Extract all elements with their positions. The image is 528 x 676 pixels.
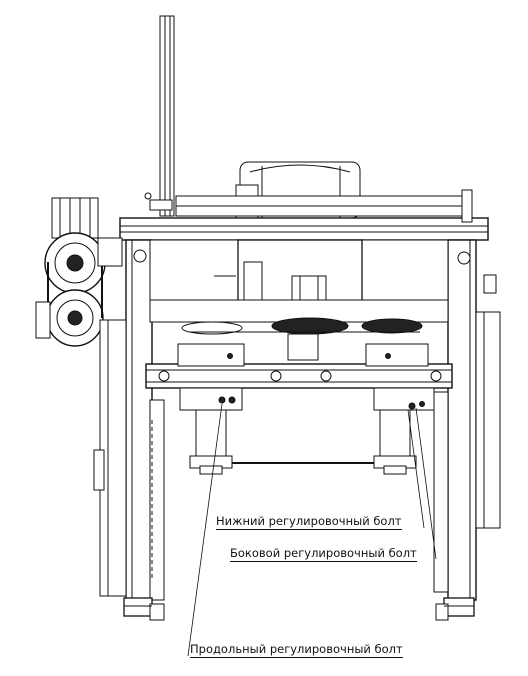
- left-foot: [123, 597, 165, 621]
- top-rail: [119, 189, 489, 241]
- right-foot: [435, 597, 475, 621]
- callout-longitudinal-bolt: Продольный регулировочный болт: [190, 642, 403, 658]
- lower-bearing-left: [179, 387, 243, 475]
- callout-leaders: [187, 403, 437, 657]
- mid-crossbar: [145, 343, 453, 389]
- belt-pulleys: [181, 317, 423, 361]
- vertical-rod: [144, 15, 175, 217]
- inner-housing: [149, 239, 449, 323]
- callout-lower-bolt: Нижний регулировочный болт: [216, 514, 402, 530]
- left-column: [93, 239, 165, 601]
- right-column: [433, 239, 501, 601]
- callout-side-bolt: Боковой регулировочный болт: [230, 546, 417, 562]
- lower-bearing-right: [373, 387, 435, 475]
- left-pulley-assembly: [35, 197, 123, 347]
